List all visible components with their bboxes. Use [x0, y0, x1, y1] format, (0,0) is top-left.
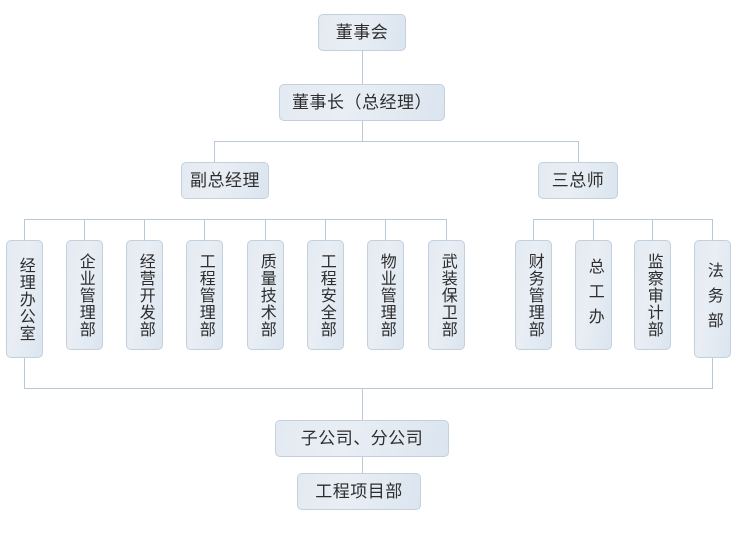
- node-engineering-project-dept[interactable]: 工程项目部: [297, 473, 421, 510]
- node-chairman-general-manager[interactable]: 董事长（总经理）: [279, 84, 445, 121]
- connector-bottom-bus: [24, 388, 713, 389]
- connector-bottom-riser-left: [24, 358, 25, 388]
- node-label: 子公司、分公司: [300, 428, 424, 448]
- node-dept-manager-office[interactable]: 经理办公室: [6, 240, 43, 358]
- connector-right-departments-bus: [533, 219, 712, 220]
- node-three-chief-engineers[interactable]: 三总师: [538, 162, 618, 199]
- connector-drop-dept-4: [204, 219, 205, 240]
- connector-drop-dept-12: [712, 219, 713, 240]
- connector-drop-dept-7: [385, 219, 386, 240]
- connector-subsidiary-to-project: [362, 457, 363, 473]
- node-dept-engineering-management[interactable]: 工程管理部: [186, 240, 223, 350]
- connector-drop-dept-6: [325, 219, 326, 240]
- node-label: 企业管理部: [76, 252, 94, 338]
- connector-drop-dept-10: [593, 219, 594, 240]
- node-label: 董事长（总经理）: [292, 92, 432, 112]
- connector-drop-dept-1: [24, 219, 25, 240]
- node-dept-financial-management[interactable]: 财务管理部: [515, 240, 552, 350]
- node-dept-armed-security[interactable]: 武装保卫部: [428, 240, 465, 350]
- connector-level3-bus: [214, 141, 578, 142]
- node-dept-business-development[interactable]: 经营开发部: [126, 240, 163, 350]
- node-label: 董事会: [335, 22, 389, 42]
- connector-drop-dept-8: [446, 219, 447, 240]
- node-board-of-directors[interactable]: 董事会: [318, 14, 406, 51]
- node-label: 武装保卫部: [438, 252, 456, 338]
- node-dept-enterprise-management[interactable]: 企业管理部: [66, 240, 103, 350]
- node-dept-quality-technology[interactable]: 质量技术部: [247, 240, 284, 350]
- node-deputy-general-manager[interactable]: 副总经理: [181, 162, 269, 199]
- node-label: 财务管理部: [525, 252, 543, 338]
- node-label: 质量技术部: [257, 252, 275, 338]
- node-dept-engineering-safety[interactable]: 工程安全部: [307, 240, 344, 350]
- connector-drop-dept-9: [533, 219, 534, 240]
- node-label: 经营开发部: [136, 252, 154, 338]
- node-label: 经理办公室: [16, 256, 34, 342]
- connector-drop-dept-5: [265, 219, 266, 240]
- node-label: 三总师: [551, 170, 605, 190]
- node-label: 工程项目部: [315, 481, 403, 501]
- connector-drop-dept-11: [652, 219, 653, 240]
- node-label: 工程安全部: [317, 252, 335, 338]
- node-dept-chief-engineer-office[interactable]: 总工办: [575, 240, 612, 350]
- node-subsidiary-branch-company[interactable]: 子公司、分公司: [275, 420, 449, 457]
- node-dept-legal-affairs[interactable]: 法务部: [694, 240, 731, 358]
- node-label: 法务部: [704, 261, 722, 337]
- connector-to-deputy-gm: [214, 141, 215, 162]
- connector-bottom-to-subsidiary: [362, 388, 363, 420]
- connector-bottom-riser-right: [712, 358, 713, 388]
- connector-drop-dept-3: [144, 219, 145, 240]
- node-label: 物业管理部: [377, 252, 395, 338]
- node-label: 副总经理: [190, 170, 260, 190]
- node-dept-property-management[interactable]: 物业管理部: [367, 240, 404, 350]
- node-label: 监察审计部: [644, 252, 662, 338]
- connector-to-three-chief-engineers: [578, 141, 579, 162]
- node-dept-supervision-audit[interactable]: 监察审计部: [634, 240, 671, 350]
- connector-left-departments-bus: [24, 219, 446, 220]
- connector-drop-dept-2: [84, 219, 85, 240]
- node-label: 总工办: [585, 257, 603, 333]
- connector-chairman-drop: [362, 121, 363, 141]
- connector-board-to-chairman: [362, 51, 363, 84]
- node-label: 工程管理部: [196, 252, 214, 338]
